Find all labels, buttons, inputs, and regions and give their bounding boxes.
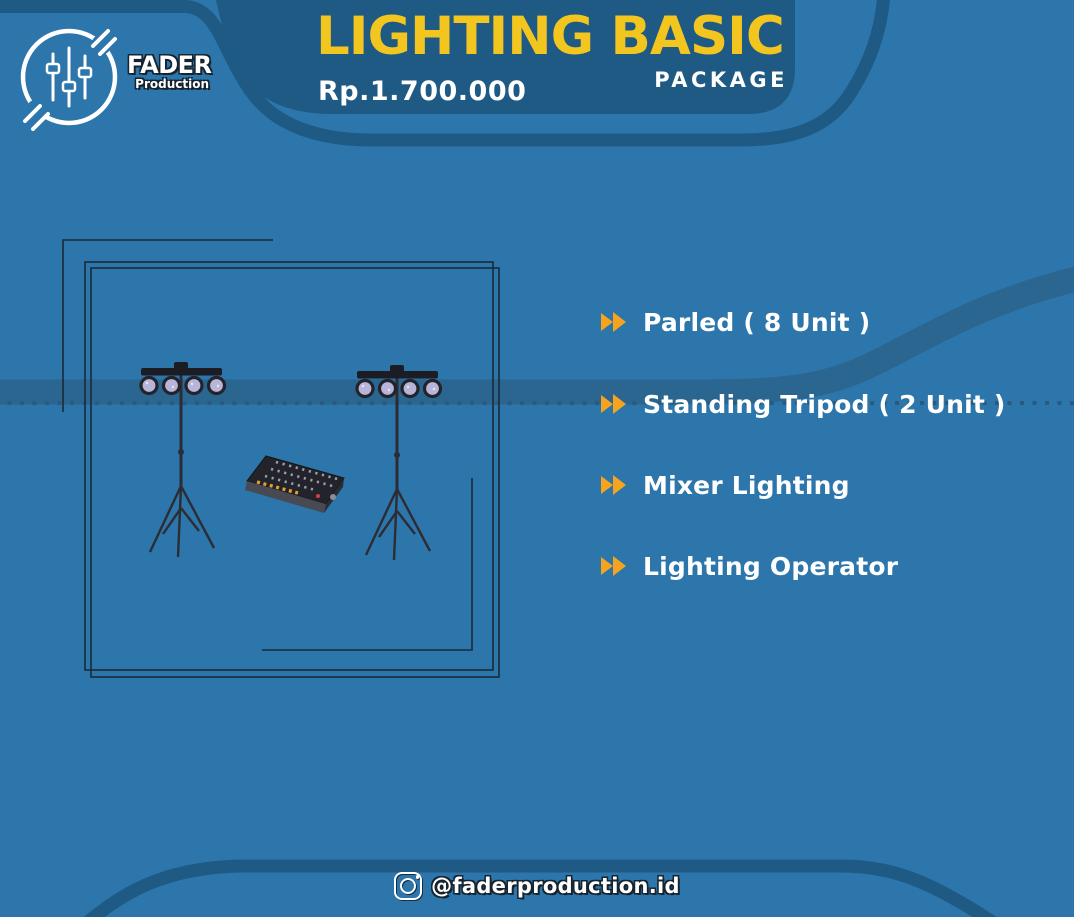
- list-item: Mixer Lighting: [601, 468, 850, 502]
- parled-stand: [139, 362, 227, 558]
- page-title: LIGHTING BASIC: [316, 6, 785, 67]
- mixer-console: [245, 455, 345, 513]
- instagram-handle: @faderproduction.id: [431, 874, 680, 898]
- list-item-label: Mixer Lighting: [643, 470, 850, 500]
- brand-block: FADER Production: [127, 51, 212, 91]
- brand-name: FADER: [127, 51, 212, 79]
- fast-forward-icon: [601, 556, 626, 576]
- fast-forward-icon: [601, 312, 626, 332]
- header: LIGHTING BASIC PACKAGE Rp.1.700.000: [316, 10, 790, 120]
- list-item-label: Lighting Operator: [643, 551, 899, 581]
- fast-forward-icon: [601, 475, 626, 495]
- list-item-label: Standing Tripod ( 2 Unit ): [643, 389, 1006, 419]
- list-item-label: Parled ( 8 Unit ): [643, 307, 871, 337]
- frame-outlines: [62, 239, 500, 678]
- header-outline-swoosh: [0, 0, 890, 147]
- list-item: Standing Tripod ( 2 Unit ): [601, 387, 1006, 421]
- brand-subtitle: Production: [135, 77, 209, 91]
- package-label: PACKAGE: [654, 68, 788, 92]
- instagram-icon: [394, 872, 423, 900]
- fader-logo-icon: [20, 28, 118, 131]
- list-item: Lighting Operator: [601, 549, 898, 583]
- middle-band: [0, 266, 1074, 405]
- footer-outline-swoosh: [83, 859, 997, 917]
- header-pill-shape: [215, 0, 795, 114]
- price-text: Rp.1.700.000: [318, 76, 527, 107]
- parled-stand-right: [355, 363, 443, 562]
- footer: @faderproduction.id: [0, 872, 1074, 900]
- list-item: Parled ( 8 Unit ): [601, 305, 870, 339]
- fast-forward-icon: [601, 394, 626, 414]
